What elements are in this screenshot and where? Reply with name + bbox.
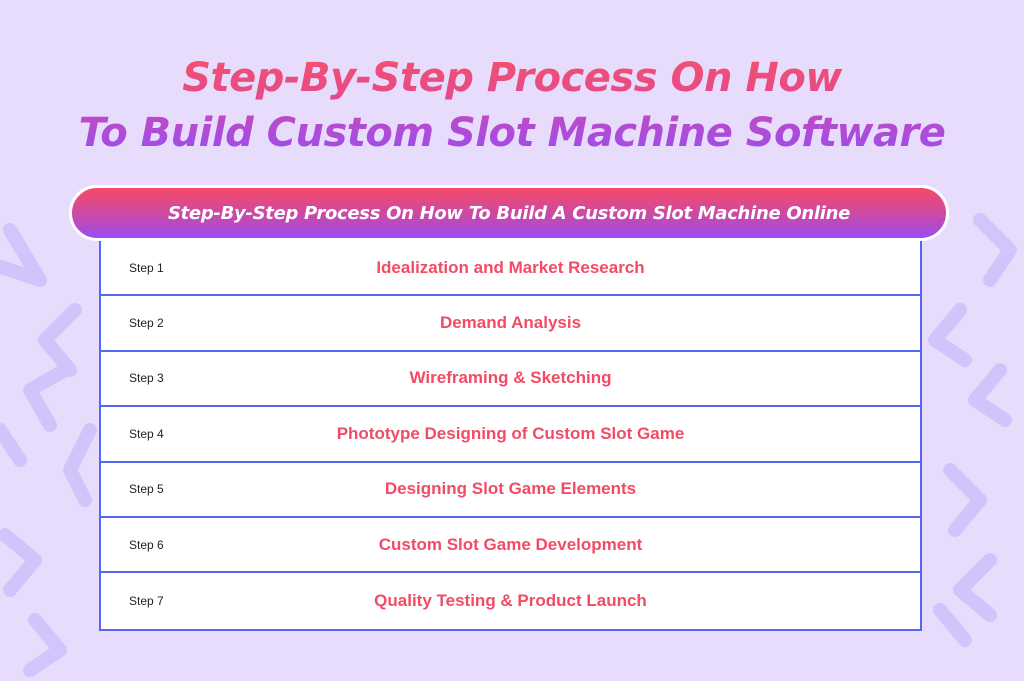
step-description: Quality Testing & Product Launch	[374, 591, 647, 611]
main-title-line-1: Step-By-Step Process On How	[0, 55, 1024, 101]
step-label: Step 6	[129, 537, 164, 552]
step-label: Step 4	[129, 426, 164, 441]
main-title-line-2: To Build Custom Slot Machine Software	[0, 110, 1024, 156]
step-description: Designing Slot Game Elements	[384, 479, 637, 499]
table-row: Step 3 Wireframing & Sketching	[101, 352, 920, 408]
step-description: Phototype Designing of Custom Slot Game	[336, 423, 685, 443]
table-row: Step 4 Phototype Designing of Custom Slot…	[101, 407, 920, 463]
step-label: Step 3	[129, 371, 164, 386]
step-description: Demand Analysis	[439, 313, 582, 333]
step-label: Step 1	[129, 260, 164, 275]
table-row: Step 5 Designing Slot Game Elements	[101, 463, 920, 518]
step-description: Idealization and Market Research	[376, 257, 645, 277]
banner-title: Step-By-Step Process On How To Build A C…	[167, 202, 851, 224]
table-row: Step 6 Custom Slot Game Development	[101, 518, 920, 574]
table-header-banner: Step-By-Step Process On How To Build A C…	[69, 185, 949, 241]
step-label: Step 2	[129, 316, 164, 331]
steps-table: Step 1 Idealization and Market Research S…	[99, 241, 922, 631]
step-label: Step 5	[129, 482, 164, 497]
step-label: Step 7	[129, 594, 164, 609]
table-row: Step 2 Demand Analysis	[101, 296, 920, 352]
step-description: Custom Slot Game Development	[378, 534, 643, 554]
step-description: Wireframing & Sketching	[409, 368, 612, 388]
table-row: Step 7 Quality Testing & Product Launch	[101, 573, 920, 628]
table-row: Step 1 Idealization and Market Research	[101, 241, 920, 297]
